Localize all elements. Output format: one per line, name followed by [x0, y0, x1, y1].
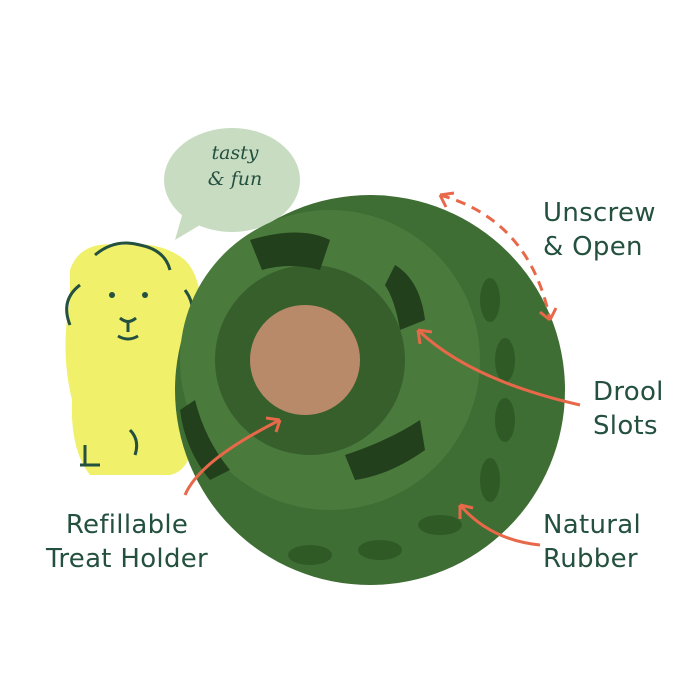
speech-bubble: [164, 128, 300, 240]
refill-arrow: [183, 416, 282, 496]
label-refillable-treat-holder: Refillable Treat Holder: [46, 508, 208, 576]
label-line: Slots: [593, 411, 658, 441]
label-line: & Open: [543, 232, 643, 262]
dog-illustration: [65, 241, 204, 475]
label-line: Natural: [543, 510, 642, 540]
rubber-arrow: [458, 503, 541, 547]
bubble-line: tasty: [211, 142, 259, 164]
label-line: Unscrew: [543, 198, 656, 228]
label-drool-slots: Drool Slots: [593, 375, 664, 443]
bubble-line: & fun: [207, 168, 263, 190]
label-line: Refillable: [65, 510, 189, 540]
label-unscrew-open: Unscrew & Open: [543, 196, 656, 264]
label-line: Treat Holder: [46, 544, 209, 574]
arrows: [183, 191, 581, 547]
label-line: Rubber: [543, 544, 638, 574]
label-natural-rubber: Natural Rubber: [543, 508, 641, 576]
unscrew-arrow: [439, 193, 552, 321]
bubble-text: tasty & fun: [190, 140, 280, 192]
rubber-ball: [175, 195, 565, 585]
treat: [250, 305, 360, 415]
label-line: Drool: [593, 377, 664, 407]
drool-arrow: [416, 328, 581, 407]
